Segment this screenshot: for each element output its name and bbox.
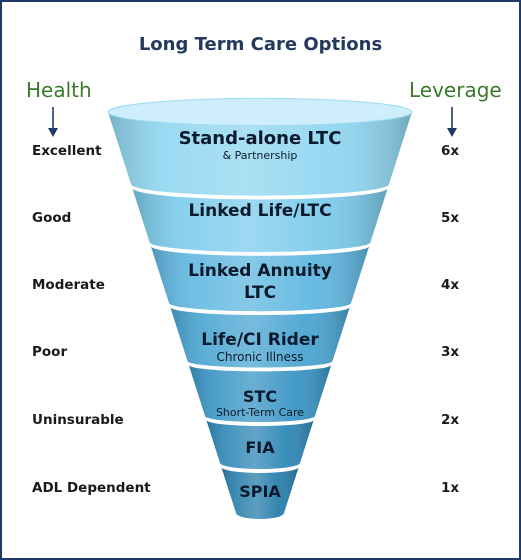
funnel-tier-shading xyxy=(206,420,314,469)
leverage-header: Leverage xyxy=(409,78,502,102)
tier-linked-annuity-ltc: Linked Annuity LTC xyxy=(170,260,350,304)
tier-sub-label: Chronic Illness xyxy=(216,350,304,364)
funnel-tier-shading xyxy=(188,365,332,422)
tier-main-label: SPIA xyxy=(239,482,281,501)
tier-main-label: Linked Annuity LTC xyxy=(188,261,332,304)
tier-main-label: STC xyxy=(242,387,278,406)
health-label-excellent: Excellent xyxy=(32,143,102,159)
leverage-value-1x: 1x xyxy=(441,480,460,496)
funnel-tier-shading xyxy=(132,188,388,252)
tier-sub-label: & Partnership xyxy=(222,149,298,162)
health-down-arrow-icon xyxy=(48,107,58,137)
tier-main-label: Linked Life/LTC xyxy=(188,201,332,221)
diagram-title: Long Term Care Options xyxy=(138,34,383,55)
funnel-tier-shading xyxy=(170,307,350,368)
health-label-moderate: Moderate xyxy=(32,277,105,293)
leverage-value-4x: 4x xyxy=(441,277,460,293)
leverage-value-2x: 2x xyxy=(441,412,460,428)
tier-stc: STC Short-Term Care xyxy=(190,387,330,419)
leverage-value-3x: 3x xyxy=(441,344,460,360)
tier-fia: FIA xyxy=(210,440,310,456)
health-label-good: Good xyxy=(32,210,72,226)
funnel-top-rim xyxy=(107,97,413,127)
tier-main-label: Life/CI Rider xyxy=(201,330,319,350)
tier-main-label: Stand-alone LTC xyxy=(178,128,342,149)
tier-life-ci-rider: Life/CI Rider Chronic Illness xyxy=(170,330,350,364)
health-label-uninsurable: Uninsurable xyxy=(32,412,124,428)
leverage-down-arrow-icon xyxy=(447,107,457,137)
tier-sub-label: Short-Term Care xyxy=(215,406,305,419)
tier-standalone-ltc: Stand-alone LTC & Partnership xyxy=(150,128,370,162)
funnel-tier-shading xyxy=(221,467,299,519)
funnel-tier-shading xyxy=(150,246,370,312)
leverage-value-6x: 6x xyxy=(441,143,460,159)
health-label-adl-dependent: ADL Dependent xyxy=(32,480,151,496)
tier-spia: SPIA xyxy=(210,484,310,500)
leverage-value-5x: 5x xyxy=(441,210,460,226)
funnel-tier-shading xyxy=(108,112,412,196)
health-header: Health xyxy=(26,78,92,102)
tier-main-label: FIA xyxy=(245,438,275,457)
tier-linked-life-ltc: Linked Life/LTC xyxy=(150,203,370,220)
health-label-poor: Poor xyxy=(32,344,68,360)
